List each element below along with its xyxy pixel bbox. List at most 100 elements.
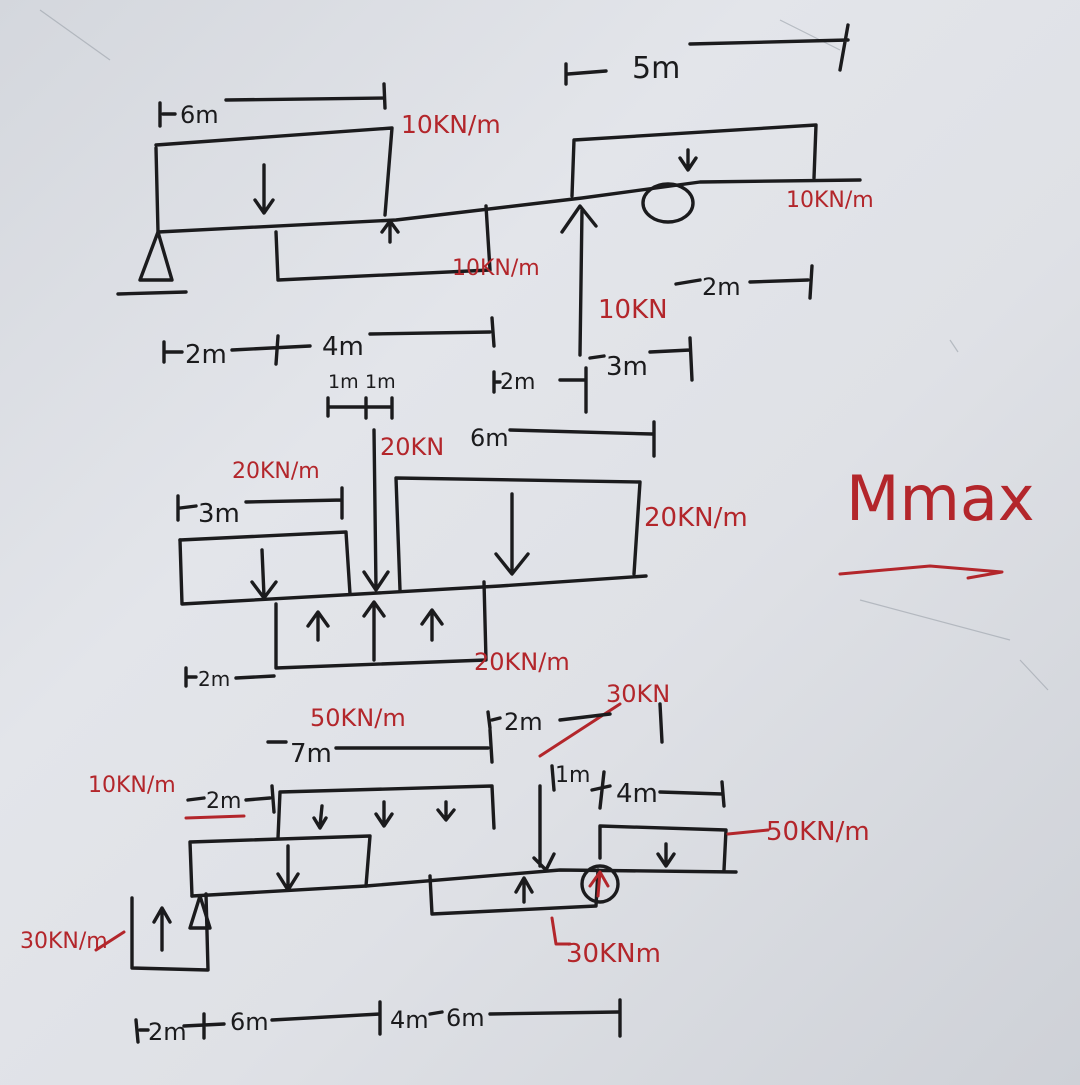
point-load-arrow [560, 204, 598, 357]
dim-5m-line [688, 23, 850, 72]
dim-2m-bottom-label: 2m [148, 1018, 187, 1046]
left-red-stroke [184, 814, 246, 820]
dim-6m-a-label: 6m [230, 1008, 269, 1036]
dim-7m-label: 7m [290, 739, 332, 769]
dim-1m-lines [326, 396, 394, 420]
dim-6m-b-line [488, 998, 622, 1038]
dim-6m-label: 6m [470, 424, 509, 452]
pin-support-icon [188, 894, 212, 930]
beam-2: 1m 1m 20KN 6m 20KN/m 3m 20KN/m 20KN/m 2m [176, 371, 748, 691]
dim-2m-a-label: 2m [702, 273, 741, 301]
dim-7m-line [334, 728, 494, 764]
dim-3m-line [648, 336, 694, 382]
load-block-top [276, 784, 496, 840]
moment-arrow-icon [588, 870, 610, 898]
dim-6m-line [508, 420, 656, 458]
load-block-mid [188, 834, 372, 898]
load-arrow-right [494, 492, 530, 576]
dim-2m-a-line [748, 264, 814, 300]
load-bottom-label: 20KN/m [474, 648, 570, 676]
dim-2m-b-tick-left [162, 340, 184, 364]
load-block-left [154, 126, 394, 217]
load-block-bottom [428, 868, 600, 916]
dim-2m-top-line [558, 702, 664, 744]
load-arrow-top-3 [436, 800, 456, 822]
load-arrow-mid [276, 844, 300, 892]
dim-5m-tick-left [564, 62, 608, 86]
dim-2m-line [234, 674, 276, 680]
dim-2m-c-label: 2m [500, 370, 535, 395]
load-block-right [570, 123, 818, 198]
dim-1m-tick [550, 764, 556, 792]
load-arrow-up-2 [362, 600, 386, 662]
board-smudges [39, 9, 1049, 691]
moment-leader [550, 916, 572, 946]
dim-2m-c-line [558, 366, 588, 414]
dim-2m-c-tick-left [492, 370, 502, 394]
load-arrow-top-1 [312, 804, 328, 830]
load-block-right [598, 824, 728, 872]
dim-2m-left-tick [186, 796, 206, 802]
roller-support-icon [641, 182, 695, 224]
dim-1m-b-label: 1m [365, 371, 396, 393]
load-arrow-up-3 [420, 608, 444, 642]
mmax-underline [838, 564, 1004, 580]
dim-4m-top-line [658, 780, 726, 808]
load-right-label: 20KN/m [644, 503, 748, 533]
mmax-title: Mmax [846, 462, 1035, 535]
load-right-label: 50KN/m [766, 817, 870, 847]
dim-2m-tick-left [184, 666, 198, 688]
beam-2-line [178, 538, 648, 606]
load-arrow-down [253, 163, 275, 215]
dim-4m-label: 4m [322, 332, 364, 362]
dim-6m-a-line [270, 1000, 382, 1036]
load-right-label: 10KN/m [786, 188, 874, 213]
load-arrow-right-down [678, 148, 698, 172]
load-50-label: 50KN/m [310, 704, 406, 732]
point-load-label: 20KN [380, 433, 444, 461]
load-top-label: 10KN/m [401, 110, 501, 139]
point-load-label: 10KN [598, 295, 668, 325]
dim-2m-left-label: 2m [206, 789, 241, 814]
dim-5m-label: 5m [632, 51, 680, 86]
dim-2m-left-line [244, 784, 276, 814]
point-load-leader [538, 702, 622, 758]
mmax-title-group: Mmax [838, 462, 1035, 580]
dim-4m-top-label: 4m [616, 779, 658, 809]
dim-6m-b-label: 6m [446, 1004, 485, 1032]
dim-4m-line [368, 316, 496, 348]
load-left-label: 20KN/m [232, 459, 320, 484]
load-right-leader [726, 828, 770, 836]
beam-1: 6m 10KN/m 5m 10KN/m 10KN/m 10KN 2m [116, 23, 874, 414]
load-arrow-top-2 [374, 800, 394, 828]
dim-2m-top-label: 2m [504, 708, 543, 736]
dim-3m-tick [588, 354, 606, 360]
dim-2m-label: 2m [198, 667, 230, 691]
dim-3m-tick-left [176, 494, 198, 522]
load-30-leader [94, 930, 126, 952]
load-arrow-right [656, 842, 676, 868]
load-block-left [178, 530, 352, 596]
load-arrow-up [514, 876, 534, 904]
pin-support-icon [116, 230, 188, 296]
dim-3m-label: 3m [198, 499, 240, 529]
dim-6m-line [224, 82, 387, 110]
dim-1m-line [590, 770, 612, 810]
dim-4m-bottom-line [428, 1010, 444, 1016]
load-arrow-up-1 [306, 610, 330, 642]
dim-2m-a-tick [674, 278, 702, 286]
load-block-30 [130, 892, 210, 972]
moment-label: 30KNm [566, 939, 661, 969]
dim-6m-tick-left [158, 101, 177, 128]
beam-3: 50KN/m 2m 30KN 7m 10KN/m 2m 1m 4m [20, 680, 870, 1046]
load-block-bottom [274, 580, 488, 670]
dim-1m-a-label: 1m [328, 371, 359, 393]
load-block-right [394, 476, 642, 592]
point-load-arrow [532, 784, 556, 872]
dim-1m-label: 1m [555, 763, 590, 788]
load-30-left-label: 30KN/m [20, 929, 108, 954]
load-arrow-left [250, 548, 278, 600]
dim-3m-line [244, 486, 344, 520]
dim-2m-b-line [230, 334, 312, 366]
